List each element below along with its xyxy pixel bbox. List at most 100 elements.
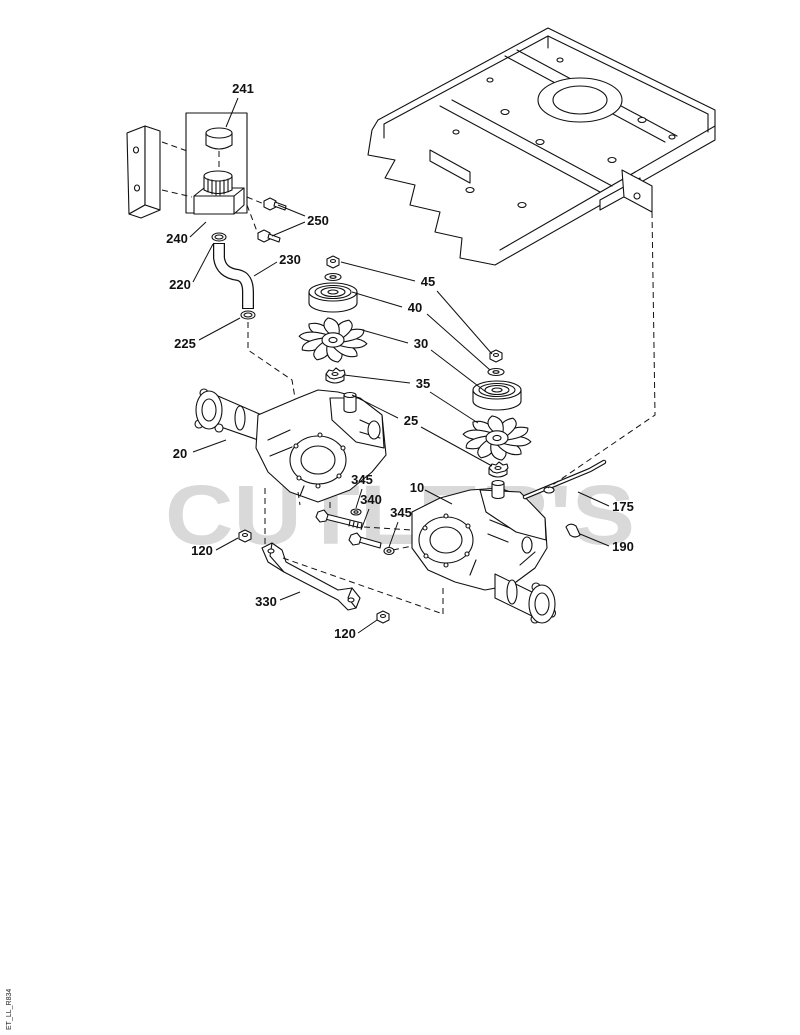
- reservoir-neck-ribs: [207, 178, 229, 196]
- axle-ring-right: [506, 579, 518, 605]
- cover-bolt: [336, 473, 342, 479]
- bolts-250: [257, 197, 287, 243]
- callout-345-a: 345: [351, 472, 373, 487]
- cover-bolt: [293, 443, 299, 449]
- frame-hole: [452, 129, 460, 135]
- frame-hole: [637, 116, 647, 124]
- bolt-340b-head: [348, 532, 362, 546]
- frame-mount-block: [429, 149, 471, 184]
- hub-35-left-bore: [331, 371, 339, 377]
- cover-bolt: [443, 562, 449, 568]
- bracket-330-hole: [347, 597, 355, 603]
- fan-hub-hole: [329, 337, 337, 342]
- pulley-stack-right: [472, 349, 522, 411]
- housing-cover-right-inner: [429, 526, 463, 554]
- frame-cross-member-a: [439, 99, 613, 193]
- fan-blade: [488, 416, 503, 432]
- callout-240: 240: [166, 231, 188, 246]
- hose-assembly: [213, 243, 254, 309]
- cover-bolt: [340, 445, 346, 451]
- callout-175: 175: [612, 499, 634, 514]
- frame-hole: [486, 77, 494, 83]
- frame-side-flange: [383, 35, 709, 139]
- washer-345-a-hole: [353, 510, 359, 514]
- frame-hole: [556, 57, 564, 63]
- callout-250: 250: [307, 213, 329, 228]
- housing-ribs-left: [267, 419, 381, 497]
- frame-hole: [517, 201, 527, 209]
- callout-labels: 241 250 240 220 230 45 40 30 225 35 25 2…: [166, 81, 634, 641]
- nut-45-right-hole: [492, 352, 500, 358]
- hose-to-transaxle-dash: [247, 322, 298, 411]
- callout-10: 10: [410, 480, 424, 495]
- bracket-hole: [132, 146, 140, 154]
- assembly-dash-lines: [264, 488, 444, 615]
- callout-225: 225: [174, 336, 196, 351]
- mower-frame: [367, 27, 716, 266]
- transaxle-left: [194, 388, 387, 503]
- hose-body: [214, 244, 253, 308]
- transaxle-right: [411, 479, 557, 624]
- input-shaft-left: [343, 394, 357, 414]
- callout-20: 20: [173, 446, 187, 461]
- callout-30: 30: [414, 336, 428, 351]
- bolt-340-thread: [348, 520, 359, 529]
- washer-left-hole: [329, 275, 337, 279]
- pulley-hub: [327, 289, 339, 295]
- callout-345-b: 345: [390, 505, 412, 520]
- bolt-shank: [267, 233, 281, 243]
- hub-35-left: [325, 367, 346, 384]
- leader-lines: [189, 97, 610, 634]
- housing-ribs-right: [469, 519, 536, 576]
- bracket-hole: [133, 184, 141, 192]
- drawing-code: ET_LL_R834: [6, 989, 13, 1030]
- callout-120-b: 120: [334, 626, 356, 641]
- frame-to-rod-dash: [547, 211, 656, 489]
- cover-bolt: [296, 475, 302, 481]
- axle-ring-left: [234, 405, 246, 431]
- fan-30-left: [298, 318, 368, 362]
- cover-bolt: [423, 553, 429, 559]
- callout-190: 190: [612, 539, 634, 554]
- nut-120-b-hole: [379, 613, 387, 619]
- reservoir-body-edge: [193, 187, 245, 215]
- reservoir-bracket-flange: [144, 125, 161, 211]
- reservoir-assembly: [126, 112, 248, 219]
- cover-bolt: [443, 513, 449, 519]
- reservoir-bracket: [126, 125, 146, 215]
- input-shaft-right: [491, 482, 505, 500]
- callout-340: 340: [360, 492, 382, 507]
- frame-bracket-hole: [633, 192, 641, 200]
- input-shaft-right-top: [491, 479, 505, 487]
- bracket-330-edge: [269, 542, 357, 609]
- housing-cover-left-inner: [300, 445, 336, 475]
- frame-hole: [465, 186, 475, 194]
- clip-190: [565, 523, 581, 538]
- callout-330: 330: [255, 594, 277, 609]
- callout-241: 241: [232, 81, 254, 96]
- washer-right-hole: [492, 370, 500, 374]
- callout-220: 220: [169, 277, 191, 292]
- reservoir-bracket-foot: [128, 204, 161, 219]
- nut-120-a-hole: [241, 532, 249, 538]
- clamp-220-inner: [214, 234, 224, 240]
- cover-bolt: [422, 525, 428, 531]
- callout-45: 45: [421, 274, 435, 289]
- hub-35-right: [488, 461, 509, 478]
- bracket-330-hole: [267, 548, 275, 554]
- cover-bolt: [317, 432, 323, 438]
- frame-front-rail: [499, 125, 716, 251]
- callout-230: 230: [279, 252, 301, 267]
- frame-hole: [668, 134, 676, 140]
- callout-40: 40: [408, 300, 422, 315]
- side-port-left: [367, 420, 381, 440]
- wheel-hub-lobe: [214, 423, 224, 433]
- callout-25: 25: [404, 413, 418, 428]
- fan-30-right: [462, 416, 532, 460]
- clamps: [211, 232, 256, 320]
- fan-hub-hole: [493, 435, 501, 440]
- cover-bolt: [315, 483, 321, 489]
- frame-hole: [500, 108, 510, 116]
- input-shaft-left-top: [343, 391, 357, 399]
